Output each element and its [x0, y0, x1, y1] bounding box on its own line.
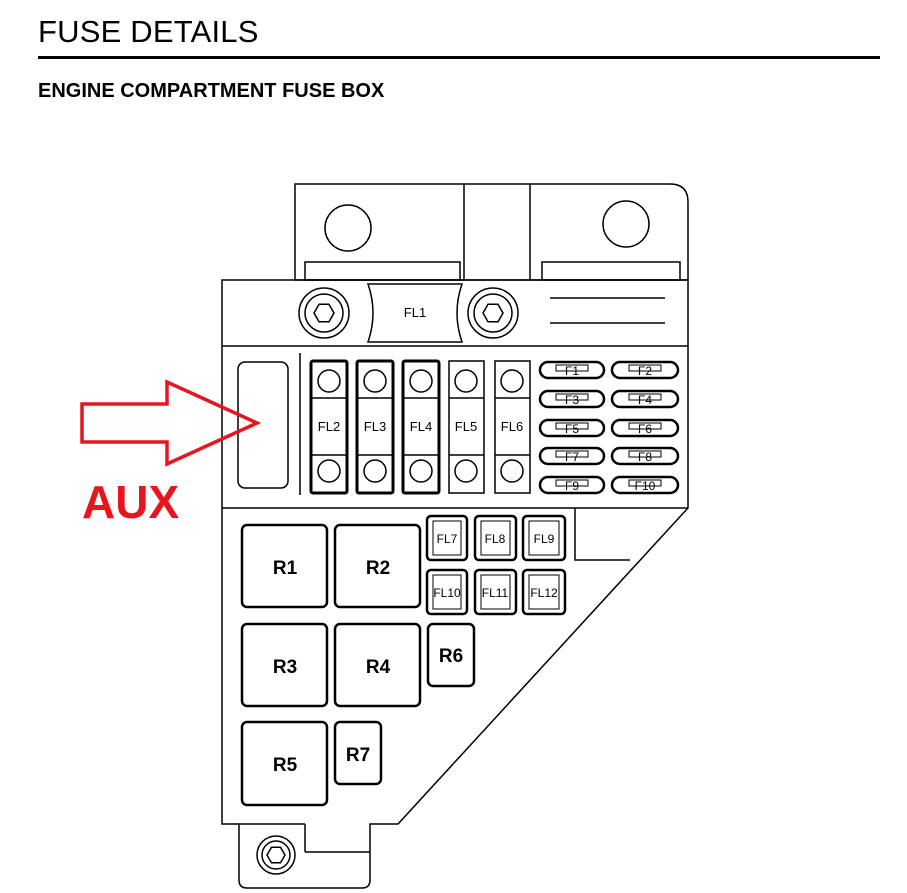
fuse-fl6-label: FL6 [501, 419, 523, 434]
fuse-f6-label: F6 [638, 422, 652, 436]
relay-r7 [333, 720, 383, 786]
fuse-f8 [610, 446, 680, 466]
fuse-f5 [538, 418, 606, 438]
fuse-f7 [538, 446, 606, 466]
page-title: FUSE DETAILS [38, 14, 259, 49]
fuse-f9 [538, 475, 606, 495]
relay-r2 [333, 523, 422, 609]
fuse-fl8-label: FL8 [485, 532, 506, 546]
bolt-right-icon [467, 287, 519, 339]
fuse-fl11-label: FL11 [482, 586, 509, 600]
relay-r3 [240, 622, 329, 708]
relay-r6 [426, 622, 476, 688]
fuse-fl4 [401, 359, 441, 495]
relay-r4 [333, 622, 422, 708]
fuse-fl12-label: FL12 [530, 586, 558, 600]
section-title: ENGINE COMPARTMENT FUSE BOX [38, 80, 385, 102]
fuse-fl10-label: FL10 [433, 586, 461, 600]
fuse-fl2-label: FL2 [318, 419, 340, 434]
aux-label: AUX [82, 476, 179, 528]
fuse-f2-label: F2 [638, 364, 652, 378]
fuse-fl11 [473, 568, 518, 616]
relay-r1-label: R1 [273, 558, 298, 579]
fuse-f4 [610, 389, 680, 409]
relay-r5-label: R5 [273, 755, 298, 776]
bottom-bolt-icon [256, 835, 296, 875]
fuse-fl9 [521, 514, 567, 562]
fuse-f3-label: F3 [565, 393, 579, 407]
fuse-f3 [538, 389, 606, 409]
fuse-f10 [610, 475, 680, 495]
fuse-fl1 [366, 283, 464, 343]
relay-r7-label: R7 [346, 745, 370, 766]
relay-r1 [240, 523, 329, 609]
fuse-fl9-label: FL9 [534, 532, 555, 546]
right-arrow-icon [80, 379, 262, 467]
fuse-fl8 [473, 514, 518, 562]
fuse-f7-label: F7 [565, 450, 579, 464]
fuse-fl6 [494, 360, 531, 494]
fuse-box-outline [221, 279, 689, 889]
fuse-f10-label: F10 [635, 479, 656, 493]
relay-r2-label: R2 [366, 558, 390, 579]
fuse-fl5 [448, 360, 485, 494]
fuse-fl4-label: FL4 [410, 419, 432, 434]
relay-r5 [240, 720, 329, 807]
aux-slot [237, 361, 289, 489]
fuse-fl7 [425, 514, 469, 562]
fuse-f1-label: F1 [565, 364, 579, 378]
fuse-f6 [610, 418, 680, 438]
bolt-left-icon [298, 287, 350, 339]
fuse-f5-label: F5 [565, 422, 579, 436]
fuse-fl5-label: FL5 [455, 419, 477, 434]
fuse-fl7-label: FL7 [437, 532, 458, 546]
fuse-f9-label: F9 [565, 479, 579, 493]
mount-hole-left-icon [324, 204, 372, 252]
fuse-fl10 [425, 568, 469, 616]
relay-r3-label: R3 [273, 657, 297, 678]
fuse-f2 [610, 360, 680, 380]
mount-hole-right-icon [602, 200, 650, 248]
fuse-f8-label: F8 [638, 450, 652, 464]
fuse-f4-label: F4 [638, 393, 652, 407]
fuse-f1 [538, 360, 606, 380]
fuse-fl1-label: FL1 [404, 305, 426, 320]
fuse-fl3-label: FL3 [364, 419, 386, 434]
fuse-fl2 [309, 359, 349, 495]
fuse-fl3 [355, 359, 395, 495]
relay-r4-label: R4 [366, 657, 391, 678]
relay-r6-label: R6 [439, 646, 463, 667]
fuse-fl12 [521, 568, 567, 616]
title-divider [38, 56, 880, 59]
top-mount-block [294, 183, 689, 281]
